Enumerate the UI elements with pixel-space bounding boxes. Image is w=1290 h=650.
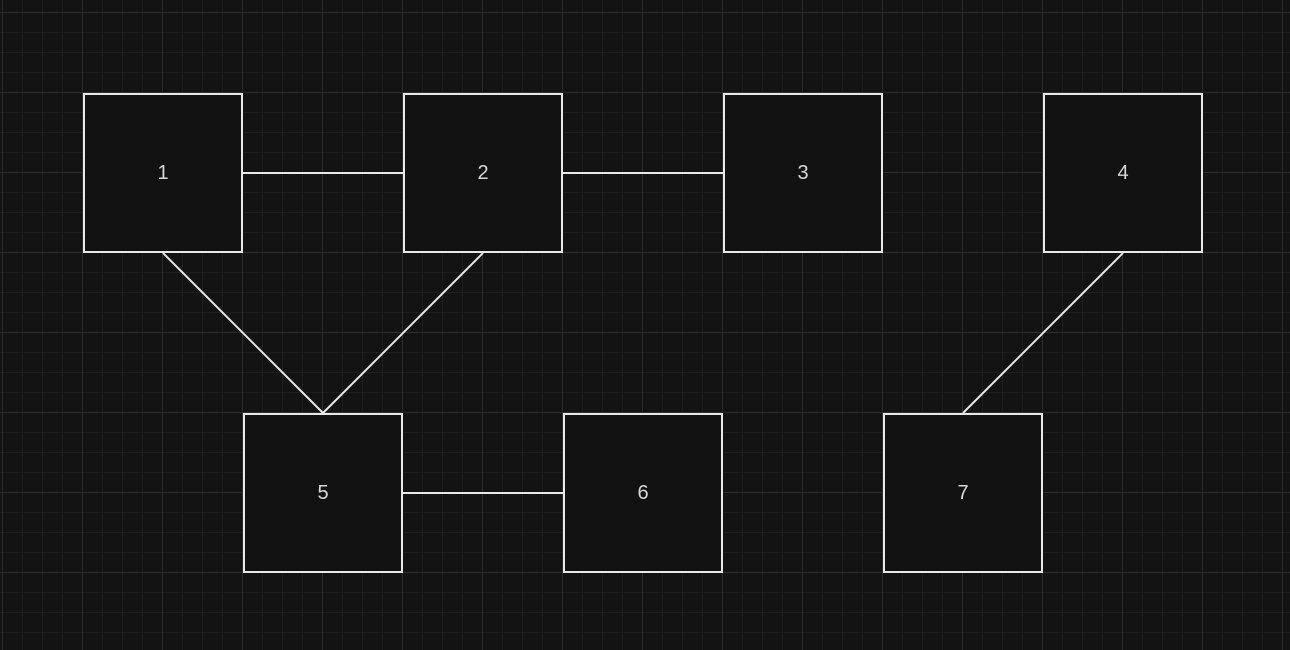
node-label: 6 [637,482,649,504]
edge-line-2-5[interactable] [322,252,484,414]
node-label: 4 [1117,162,1129,184]
node-label: 5 [317,482,329,504]
node-box-2[interactable]: 2 [403,93,563,253]
node-box-1[interactable]: 1 [83,93,243,253]
node-label: 2 [477,162,489,184]
edge-line-4-7[interactable] [962,252,1124,414]
node-label: 3 [797,162,809,184]
node-box-7[interactable]: 7 [883,413,1043,573]
node-box-3[interactable]: 3 [723,93,883,253]
node-box-6[interactable]: 6 [563,413,723,573]
node-box-5[interactable]: 5 [243,413,403,573]
edge-line-1-5[interactable] [162,252,324,414]
node-label: 7 [957,482,969,504]
node-box-4[interactable]: 4 [1043,93,1203,253]
node-label: 1 [157,162,169,184]
